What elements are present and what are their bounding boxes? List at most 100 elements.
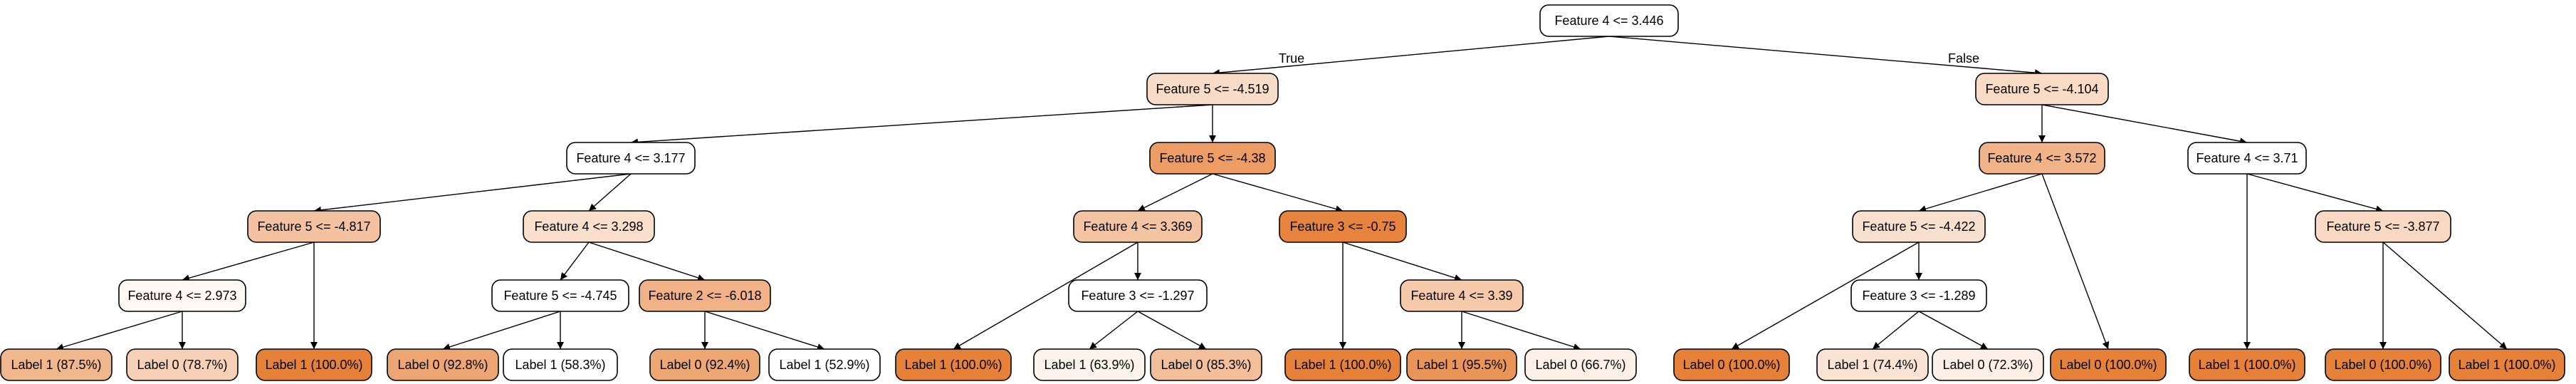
tree-node-label: Feature 4 <= 2.973 (127, 289, 236, 303)
tree-node-n15: Feature 5 <= -4.38 (1149, 142, 1276, 175)
tree-node-n33: Label 0 (100.0%) (2050, 348, 2167, 381)
tree-edge-n8-to-n12 (588, 242, 706, 281)
tree-node-box (491, 279, 629, 312)
tree-node-label: Feature 5 <= -4.422 (1862, 219, 1975, 234)
tree-node-label: Feature 4 <= 3.298 (534, 219, 643, 234)
tree-node-n27: Feature 4 <= 3.572 (1979, 142, 2105, 175)
tree-node-label: Label 1 (100.0%) (904, 358, 1002, 372)
tree-edge-n3-to-n4 (182, 242, 315, 282)
tree-node-box (0, 348, 112, 381)
tree-edge-n0-to-n26 (1608, 36, 2043, 77)
tree-edge-n34-to-n36 (2246, 173, 2384, 213)
tree-node-n36: Feature 5 <= -3.877 (2315, 210, 2451, 243)
tree-node-label: Feature 3 <= -1.289 (1862, 289, 1975, 303)
tree-node-box (1850, 279, 1987, 312)
tree-node-label: Feature 3 <= -1.297 (1081, 289, 1194, 303)
tree-node-label: Label 1 (100.0%) (2198, 358, 2295, 372)
tree-node-box (895, 348, 1012, 381)
tree-edge-n15-to-n21 (1212, 173, 1344, 213)
tree-node-box (768, 348, 881, 381)
tree-node-label: Label 0 (72.3%) (1942, 358, 2033, 372)
tree-edge-n1-to-n2 (630, 104, 1213, 146)
tree-node-box (1852, 210, 1986, 243)
tree-node-label: Label 0 (78.7%) (137, 358, 227, 372)
tree-node-box (118, 279, 246, 312)
tree-node-label: Label 1 (52.9%) (779, 358, 869, 372)
tree-node-label: Feature 5 <= -4.519 (1156, 82, 1269, 96)
tree-node-n1: Feature 5 <= -4.519 (1146, 73, 1279, 105)
tree-node-box (566, 142, 696, 175)
tree-node-n12: Feature 2 <= -6.018 (639, 279, 771, 312)
tree-edge-n30-to-n31 (1872, 311, 1920, 350)
tree-edge-n21-to-n23 (1342, 242, 1462, 281)
tree-node-box (1073, 210, 1203, 243)
tree-node-n7: Label 1 (100.0%) (256, 348, 372, 381)
tree-node-n6: Label 0 (78.7%) (126, 348, 239, 381)
tree-node-box (1816, 348, 1929, 381)
tree-node-box (2189, 348, 2305, 381)
tree-node-box (2187, 142, 2307, 175)
tree-node-box (503, 348, 618, 381)
tree-node-box (1975, 73, 2109, 105)
tree-edge-n27-to-n33 (2041, 173, 2110, 350)
tree-node-n9: Feature 5 <= -4.745 (491, 279, 629, 312)
tree-edge-n0-to-n1 (1212, 36, 1610, 77)
tree-node-n13: Label 0 (92.4%) (649, 348, 760, 381)
tree-node-n20: Label 0 (85.3%) (1150, 348, 1262, 381)
tree-node-label: Label 1 (100.0%) (1294, 358, 1391, 372)
tree-node-n32: Label 0 (72.3%) (1932, 348, 2044, 381)
tree-node-n17: Label 1 (100.0%) (895, 348, 1012, 381)
tree-node-box (1524, 348, 1637, 381)
tree-edge-n8-to-n9 (560, 242, 590, 281)
tree-node-box (1068, 279, 1208, 312)
tree-node-n3: Feature 5 <= -4.817 (247, 210, 381, 243)
tree-node-label: Label 1 (63.9%) (1044, 358, 1134, 372)
tree-node-n34: Feature 4 <= 3.71 (2187, 142, 2307, 175)
tree-node-n30: Feature 3 <= -1.289 (1850, 279, 1987, 312)
tree-node-n29: Label 0 (100.0%) (1673, 348, 1790, 381)
tree-node-box (1150, 348, 1262, 381)
tree-node-n26: Feature 5 <= -4.104 (1975, 73, 2109, 105)
tree-node-n10: Label 0 (92.8%) (387, 348, 499, 381)
tree-node-box (1400, 279, 1524, 312)
tree-node-n2: Feature 4 <= 3.177 (566, 142, 696, 175)
tree-edge-n9-to-n10 (442, 311, 561, 351)
tree-node-box (1979, 142, 2105, 175)
tree-node-label: Feature 5 <= -4.38 (1159, 151, 1265, 165)
tree-node-box (1279, 210, 1407, 243)
tree-edge-n23-to-n25 (1461, 311, 1581, 351)
tree-node-box (2325, 348, 2441, 381)
tree-node-n4: Feature 4 <= 2.973 (118, 279, 246, 312)
tree-node-label: Label 0 (100.0%) (2334, 358, 2431, 372)
tree-node-label: Label 1 (95.5%) (1416, 358, 1507, 372)
tree-node-label: Feature 5 <= -3.877 (2326, 219, 2439, 234)
tree-node-label: Feature 5 <= -4.104 (1985, 82, 2098, 96)
tree-node-label: Feature 4 <= 3.177 (576, 151, 685, 165)
tree-node-label: Feature 5 <= -4.745 (503, 289, 617, 303)
tree-node-box (1149, 142, 1276, 175)
tree-node-label: Label 1 (58.3%) (515, 358, 605, 372)
tree-node-label: Label 0 (92.8%) (397, 358, 488, 372)
tree-node-n31: Label 1 (74.4%) (1816, 348, 1929, 381)
tree-node-n21: Feature 3 <= -0.75 (1279, 210, 1407, 243)
tree-node-n18: Feature 3 <= -1.297 (1068, 279, 1208, 312)
tree-edge-n18-to-n19 (1089, 311, 1138, 350)
tree-node-label: Label 1 (74.4%) (1827, 358, 1917, 372)
tree-node-box (2315, 210, 2451, 243)
tree-node-n22: Label 1 (100.0%) (1284, 348, 1401, 381)
tree-node-box (1284, 348, 1401, 381)
tree-node-box (2050, 348, 2167, 381)
tree-node-label: Label 1 (100.0%) (2458, 358, 2555, 372)
tree-node-label: Feature 4 <= 3.39 (1410, 289, 1512, 303)
tree-node-label: Feature 2 <= -6.018 (648, 289, 761, 303)
tree-edge-n4-to-n5 (56, 311, 183, 351)
tree-node-label: Label 1 (87.5%) (11, 358, 101, 372)
tree-node-label: Label 0 (100.0%) (2059, 358, 2157, 372)
tree-node-n25: Label 0 (66.7%) (1524, 348, 1637, 381)
tree-node-label: Label 0 (85.3%) (1161, 358, 1251, 372)
tree-edge-n16-to-n17 (953, 242, 1138, 350)
tree-node-label: Feature 5 <= -4.817 (257, 219, 370, 234)
tree-node-box (1932, 348, 2044, 381)
